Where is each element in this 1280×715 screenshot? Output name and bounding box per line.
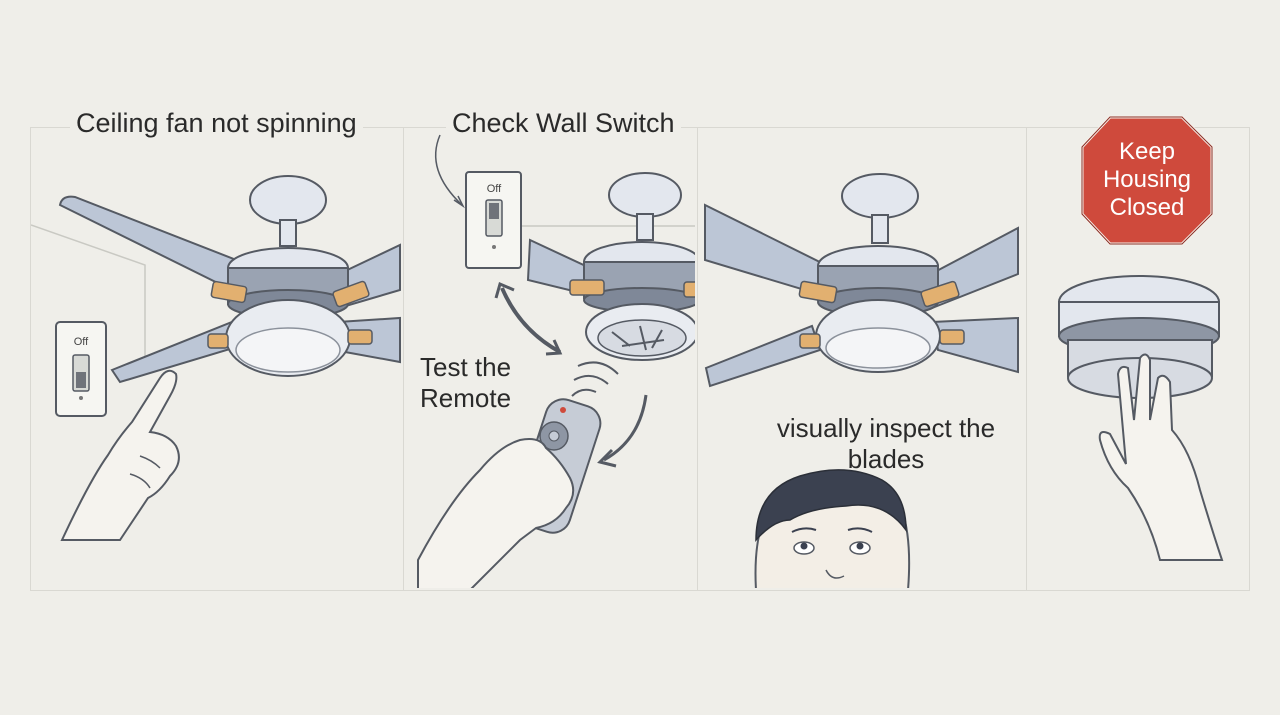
hand-pressing-housing: [1098, 353, 1224, 561]
pointing-hand-panel-1: [60, 369, 180, 541]
stop-sign-text: Keep Housing Closed: [1102, 138, 1192, 221]
arrow-to-remote: [603, 394, 648, 462]
panel-4-illustration: [1058, 115, 1224, 561]
caption-inspect-blades: visually inspect the blades: [776, 413, 996, 474]
ceiling-fan-panel-2: [569, 172, 695, 361]
switch-off-label-1: Off: [74, 336, 89, 348]
caption-test-remote: Test the Remote: [420, 352, 512, 413]
remote-signal-icon: [571, 361, 619, 397]
wall-switch-panel-2: Off: [465, 171, 522, 269]
ceiling-fan-panel-1: [207, 175, 373, 377]
caption-ceiling-fan-not-spinning: Ceiling fan not spinning: [70, 108, 363, 139]
fan-housing: [1058, 275, 1220, 399]
hand-holding-remote: [417, 438, 575, 588]
panel-2-illustration: Off: [417, 134, 695, 588]
ceiling-fan-panel-3: [798, 173, 965, 373]
wall-switch-panel-1: Off: [55, 321, 107, 417]
person-looking-up: [754, 469, 911, 588]
panel-3-illustration: [704, 173, 1019, 588]
caption-check-wall-switch: Check Wall Switch: [446, 108, 681, 139]
switch-off-label-2: Off: [487, 183, 502, 195]
panel-1-illustration: Off: [31, 175, 401, 541]
arrow-to-switch: [434, 134, 463, 206]
double-arrow: [494, 281, 563, 356]
